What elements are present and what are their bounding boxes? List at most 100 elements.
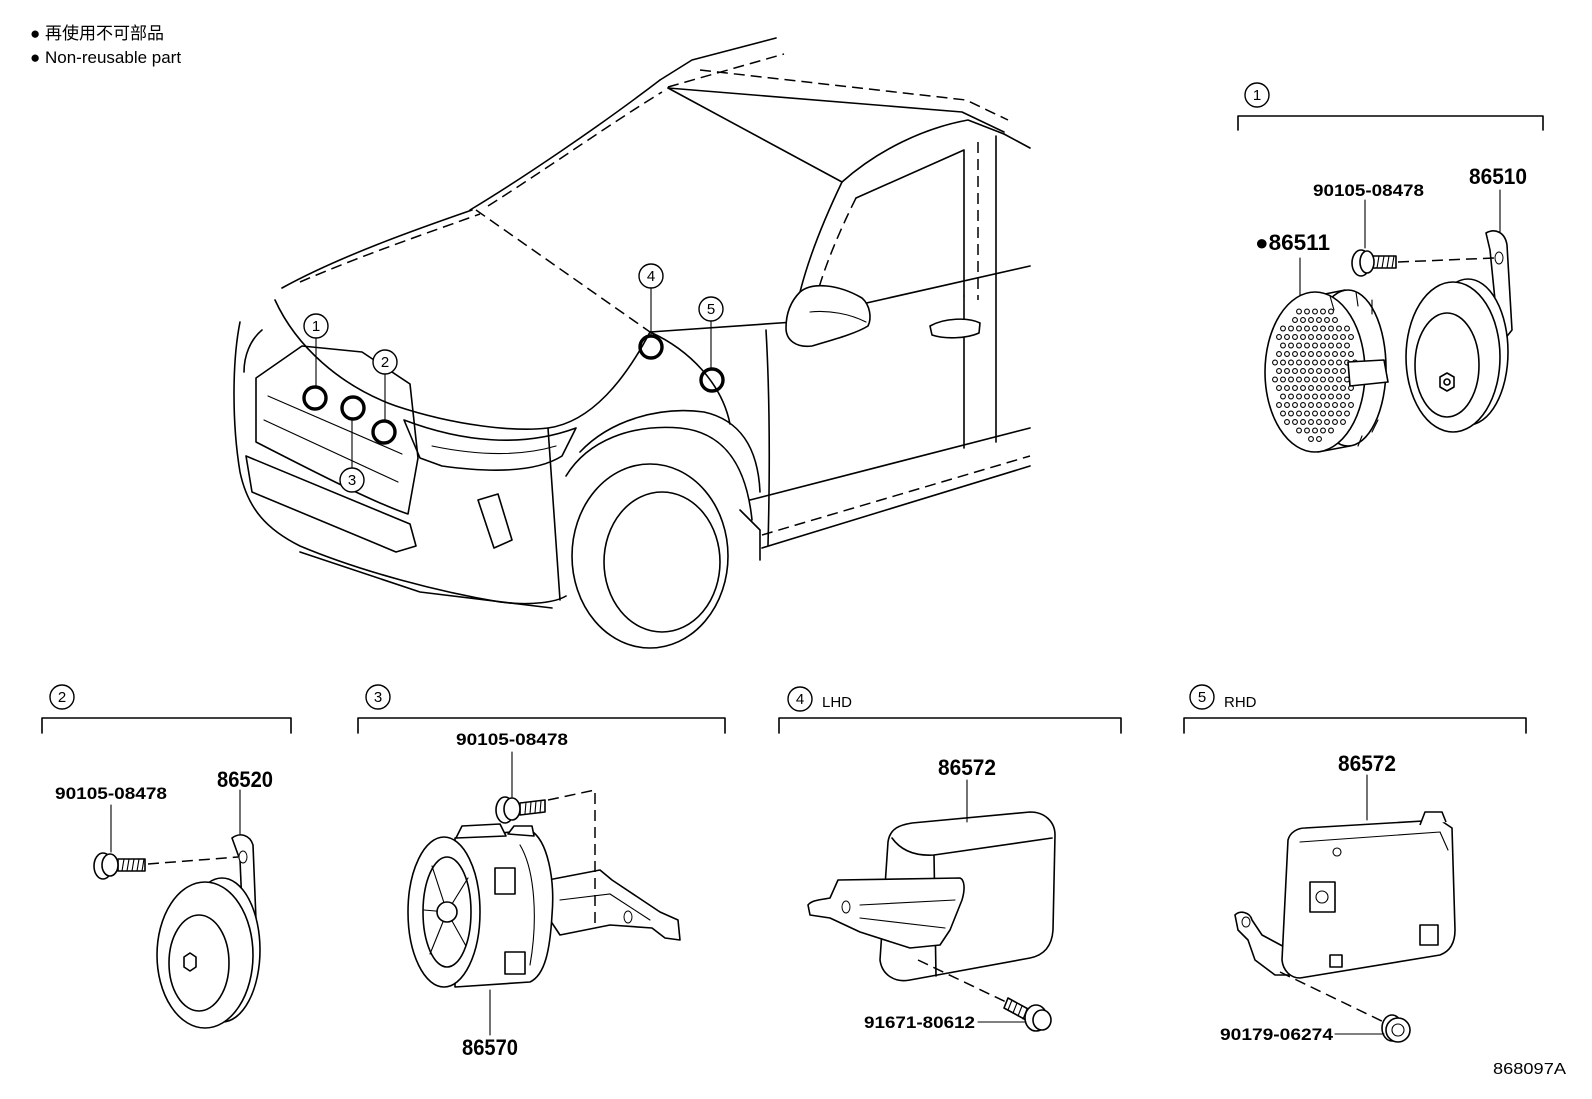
vehicle-headlamp xyxy=(403,419,577,471)
bolt-group-3 xyxy=(495,796,546,824)
grille-hole xyxy=(1284,419,1290,425)
grille-hole xyxy=(1324,419,1330,425)
part-number-bolt-group-2[interactable]: 90105-08478 xyxy=(55,784,167,803)
detail-group-2: 2 90105-08478 86520 xyxy=(41,684,292,1029)
grille-hole xyxy=(1304,427,1310,434)
overview-callout-2: 2 xyxy=(372,349,398,375)
part-number-bolt-group-3[interactable]: 90105-08478 xyxy=(456,730,568,749)
part-number-sounder-horn[interactable]: 86570 xyxy=(462,1035,518,1060)
vehicle-front-wheel xyxy=(571,463,729,649)
grille-hole xyxy=(1296,393,1302,400)
grille-hole xyxy=(1328,308,1334,315)
grille-hole xyxy=(1312,393,1318,400)
overview-callout-3-label: 3 xyxy=(348,472,356,489)
location-marker-2 xyxy=(371,419,397,445)
control-module-lhd xyxy=(807,811,1056,982)
group-2-leaders xyxy=(110,789,241,853)
legend: ● 再使用不可部品 ● Non-reusable part xyxy=(30,23,181,67)
grille-hole xyxy=(1344,325,1350,332)
group-2-callout-label: 2 xyxy=(58,689,66,706)
location-markers xyxy=(302,334,725,445)
grille-hole xyxy=(1340,402,1346,408)
grille-hole xyxy=(1316,317,1322,323)
grille-hole xyxy=(1308,334,1314,340)
grille-hole xyxy=(1324,334,1330,340)
grille-hole xyxy=(1312,410,1318,417)
grille-hole xyxy=(1308,419,1314,425)
grille-hole xyxy=(1284,334,1290,340)
part-number-module-rhd[interactable]: 86572 xyxy=(1338,751,1396,776)
group-1-leaders xyxy=(1299,189,1501,297)
grille-hole xyxy=(1292,317,1298,323)
grille-hole xyxy=(1340,351,1346,357)
nut-group-5 xyxy=(1381,1014,1411,1043)
grille-hole xyxy=(1304,325,1310,332)
vehicle-body-side xyxy=(749,329,1031,549)
part-number-module-lhd[interactable]: 86572 xyxy=(938,755,996,780)
grille-hole xyxy=(1336,325,1342,332)
grille-hole xyxy=(1300,334,1306,340)
grille-hole xyxy=(1328,427,1334,434)
grille-hole xyxy=(1328,393,1334,400)
grille-hole xyxy=(1328,342,1334,349)
part-number-horn-low[interactable]: 86520 xyxy=(217,767,273,792)
grille-hole xyxy=(1316,385,1322,391)
grille-hole xyxy=(1280,376,1286,383)
part-number-horn-high[interactable]: 86510 xyxy=(1469,164,1527,189)
grille-hole xyxy=(1344,410,1350,417)
grille-hole xyxy=(1332,351,1338,357)
grille-hole xyxy=(1284,402,1290,408)
grille-hole xyxy=(1320,376,1326,383)
grille-hole xyxy=(1288,376,1294,383)
grille-hole xyxy=(1304,359,1310,366)
vehicle-grille xyxy=(255,345,419,515)
grille-hole xyxy=(1304,308,1310,315)
part-number-bolt-group-4[interactable]: 91671-80612 xyxy=(864,1013,975,1032)
grille-hole xyxy=(1324,402,1330,408)
grille-hole xyxy=(1324,368,1330,374)
grille-hole xyxy=(1328,359,1334,366)
group-3-assembly-line xyxy=(547,789,596,925)
group-4-callout: 4 xyxy=(787,686,813,712)
grille-hole xyxy=(1312,376,1318,383)
grille-hole xyxy=(1276,334,1282,340)
group-3-bracket xyxy=(357,717,726,734)
grille-hole xyxy=(1320,342,1326,349)
horn-low-pitch xyxy=(156,834,261,1029)
part-number-nut-group-5[interactable]: 90179-06274 xyxy=(1220,1025,1334,1044)
grille-hole xyxy=(1340,385,1346,391)
grille-hole xyxy=(1316,402,1322,408)
vehicle-fog-lamp xyxy=(477,493,513,549)
legend-non-reusable-en: ● Non-reusable part xyxy=(30,48,181,67)
part-number-horn-cover[interactable]: ●86511 xyxy=(1255,230,1330,255)
grille-hole xyxy=(1320,410,1326,417)
overview-callout-1-label: 1 xyxy=(312,318,320,335)
vehicle-front-bumper xyxy=(233,321,567,609)
grille-hole xyxy=(1304,376,1310,383)
grille-hole xyxy=(1332,402,1338,408)
group-1-bracket xyxy=(1237,115,1544,131)
grille-hole xyxy=(1312,359,1318,366)
grille-hole xyxy=(1332,334,1338,340)
grille-hole xyxy=(1280,359,1286,366)
location-marker-4 xyxy=(638,334,664,360)
vehicle-roof xyxy=(659,37,1009,133)
grille-hole xyxy=(1296,325,1302,332)
grille-hole xyxy=(1276,368,1282,374)
grille-hole xyxy=(1316,436,1322,442)
detail-group-5: 5 RHD 86572 90179-06274 xyxy=(1183,684,1527,1044)
bolt-group-1 xyxy=(1351,249,1397,277)
group-2-bracket xyxy=(41,717,292,734)
grille-hole xyxy=(1284,368,1290,374)
grille-hole xyxy=(1296,359,1302,366)
grille-hole xyxy=(1332,385,1338,391)
grille-hole xyxy=(1284,385,1290,391)
grille-hole xyxy=(1332,419,1338,425)
group-1-callout: 1 xyxy=(1244,82,1270,108)
group-4-variant: LHD xyxy=(822,694,852,711)
grille-hole xyxy=(1344,393,1350,400)
part-number-bolt-group-1[interactable]: 90105-08478 xyxy=(1313,181,1424,200)
group-2-callout: 2 xyxy=(49,684,75,710)
location-marker-3 xyxy=(340,395,366,421)
